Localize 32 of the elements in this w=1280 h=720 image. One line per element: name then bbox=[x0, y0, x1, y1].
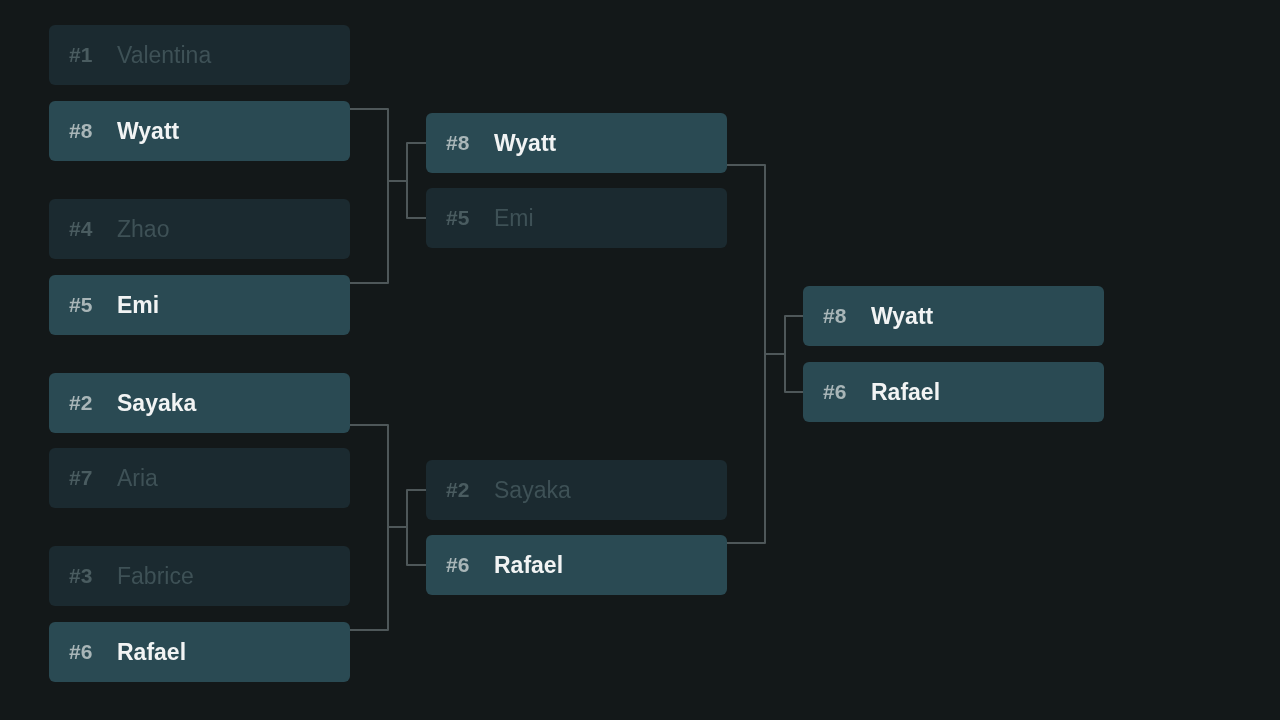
bracket-line bbox=[349, 424, 427, 528]
seed-number: #6 bbox=[823, 379, 848, 406]
seed-number: #5 bbox=[69, 292, 94, 319]
player-box bbox=[49, 622, 350, 682]
bracket-line bbox=[726, 353, 804, 544]
player-name: Rafael bbox=[494, 550, 564, 580]
player-box bbox=[426, 188, 727, 248]
bracket-line bbox=[349, 108, 427, 182]
player-box bbox=[49, 373, 350, 433]
seed-number: #2 bbox=[69, 390, 94, 417]
player-name: Emi bbox=[117, 290, 160, 320]
player-name: Rafael bbox=[117, 637, 187, 667]
bracket-line bbox=[349, 180, 427, 284]
bracket-line bbox=[726, 164, 804, 355]
player-box bbox=[803, 286, 1104, 346]
player-box bbox=[49, 275, 350, 335]
player-box bbox=[426, 535, 727, 595]
player-name: Sayaka bbox=[117, 388, 197, 418]
seed-number: #6 bbox=[69, 639, 94, 666]
seed-number: #8 bbox=[446, 130, 471, 157]
player-name: Wyatt bbox=[871, 301, 934, 331]
seed-number: #8 bbox=[823, 303, 848, 330]
player-box bbox=[803, 362, 1104, 422]
player-name: Wyatt bbox=[117, 116, 180, 146]
seed-number: #8 bbox=[69, 118, 94, 145]
player-name: Rafael bbox=[871, 377, 941, 407]
seed-number: #6 bbox=[446, 552, 471, 579]
player-box bbox=[426, 460, 727, 520]
player-name: Wyatt bbox=[494, 128, 557, 158]
player-box bbox=[426, 113, 727, 173]
bracket-line bbox=[349, 526, 427, 631]
player-box bbox=[49, 101, 350, 161]
